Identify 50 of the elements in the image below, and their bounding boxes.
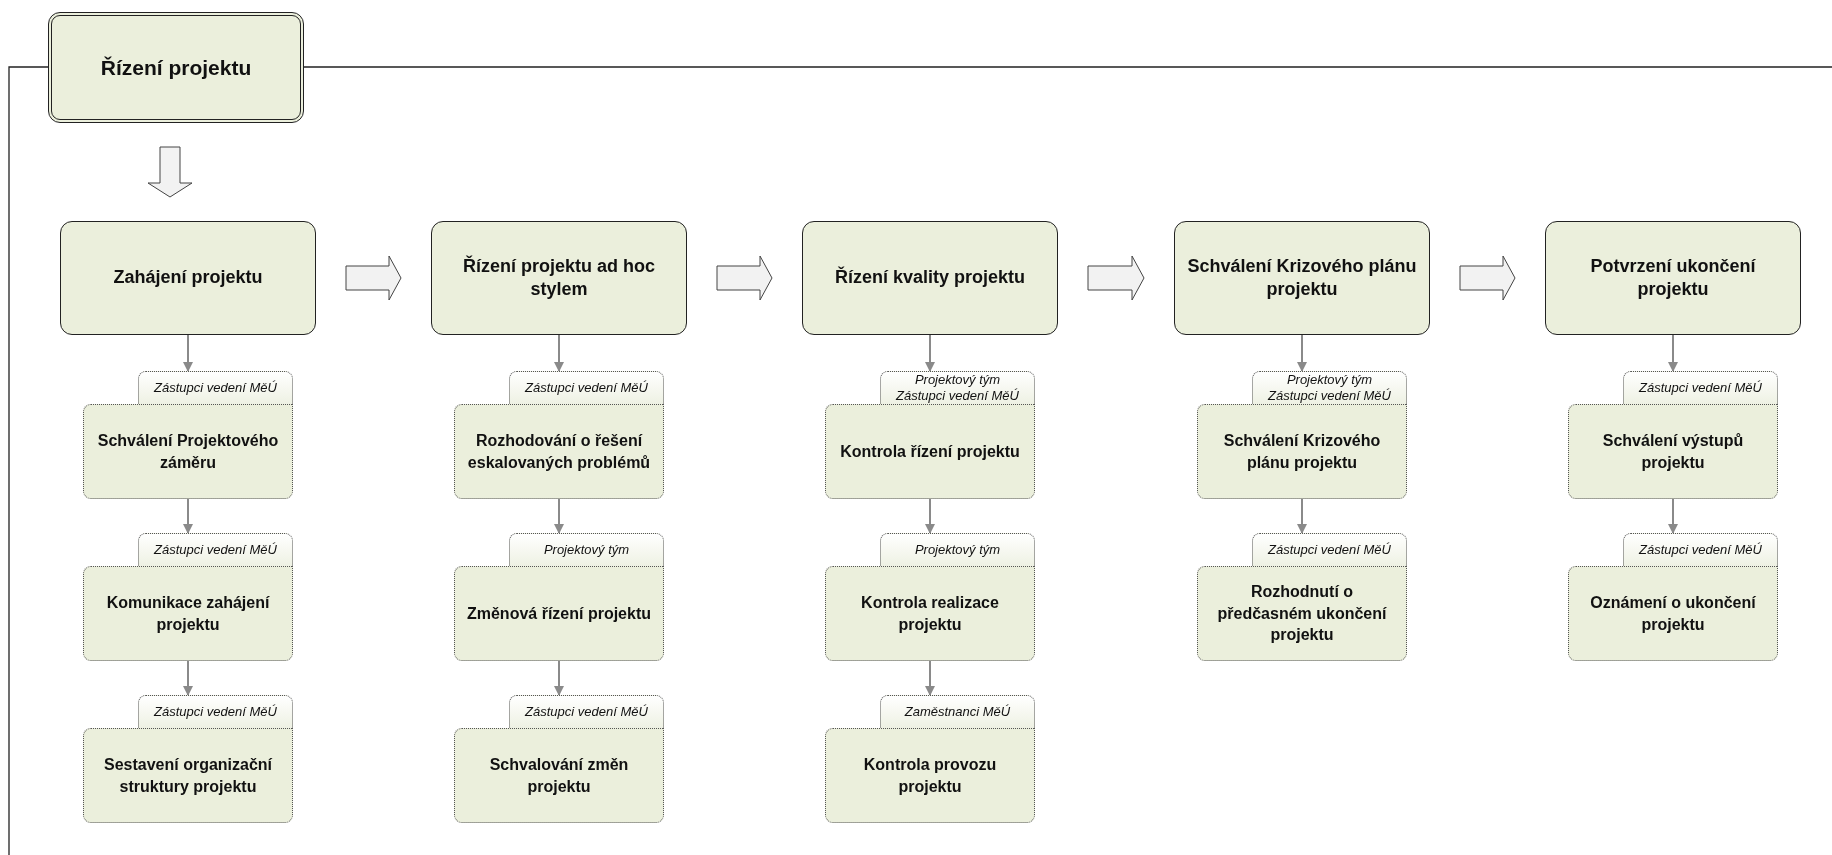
arrow	[1297, 498, 1307, 534]
role-tab: Zástupci vedení MěÚ	[1623, 533, 1778, 567]
arrow	[925, 498, 935, 534]
activity-box: Oznámení o ukončení projektu	[1568, 566, 1778, 661]
role-tab: Projektový tým	[509, 533, 664, 567]
activity-box: Rozhodování o řešení eskalovaných problémů	[454, 404, 664, 499]
activity-box: Schválení Krizového plánu projektu	[1197, 404, 1407, 499]
arrow	[925, 660, 935, 696]
role-tab: Projektový tým Zástupci vedení MěÚ	[880, 371, 1035, 405]
block-arrow	[716, 255, 773, 301]
block-arrow	[147, 146, 193, 198]
block-arrow	[1087, 255, 1145, 301]
block-arrow	[1459, 255, 1516, 301]
role-tab: Zástupci vedení MěÚ	[138, 371, 293, 405]
arrow	[554, 660, 564, 696]
activity-box: Sestavení organizační struktury projektu	[83, 728, 293, 823]
phase-box: Zahájení projektu	[60, 221, 316, 335]
activity-box: Schvalování změn projektu	[454, 728, 664, 823]
role-tab: Projektový tým	[880, 533, 1035, 567]
arrow	[554, 334, 564, 372]
activity-box: Komunikace zahájení projektu	[83, 566, 293, 661]
phase-box: Řízení projektu ad hoc stylem	[431, 221, 687, 335]
role-tab: Projektový tým Zástupci vedení MěÚ	[1252, 371, 1407, 405]
phase-box: Schválení Krizového plánu projektu	[1174, 221, 1430, 335]
activity-box: Změnová řízení projektu	[454, 566, 664, 661]
arrow	[1297, 334, 1307, 372]
arrow	[183, 334, 193, 372]
role-tab: Zástupci vedení MěÚ	[1252, 533, 1407, 567]
activity-box: Rozhodnutí o předčasném ukončení projektu	[1197, 566, 1407, 661]
role-tab: Zástupci vedení MěÚ	[138, 533, 293, 567]
activity-box: Schválení Projektového záměru	[83, 404, 293, 499]
activity-box: Schválení výstupů projektu	[1568, 404, 1778, 499]
activity-box: Kontrola realizace projektu	[825, 566, 1035, 661]
arrow	[1668, 498, 1678, 534]
arrow	[183, 498, 193, 534]
arrow	[183, 660, 193, 696]
role-tab: Zástupci vedení MěÚ	[138, 695, 293, 729]
activity-box: Kontrola řízení projektu	[825, 404, 1035, 499]
phase-box: Řízení kvality projektu	[802, 221, 1058, 335]
arrow	[1668, 334, 1678, 372]
block-arrow	[345, 255, 402, 301]
activity-box: Kontrola provozu projektu	[825, 728, 1035, 823]
role-tab: Zástupci vedení MěÚ	[1623, 371, 1778, 405]
title-box: Řízení projektu	[48, 12, 304, 123]
arrow	[554, 498, 564, 534]
phase-box: Potvrzení ukončení projektu	[1545, 221, 1801, 335]
arrow	[925, 334, 935, 372]
role-tab: Zástupci vedení MěÚ	[509, 695, 664, 729]
role-tab: Zástupci vedení MěÚ	[509, 371, 664, 405]
role-tab: Zaměstnanci MěÚ	[880, 695, 1035, 729]
